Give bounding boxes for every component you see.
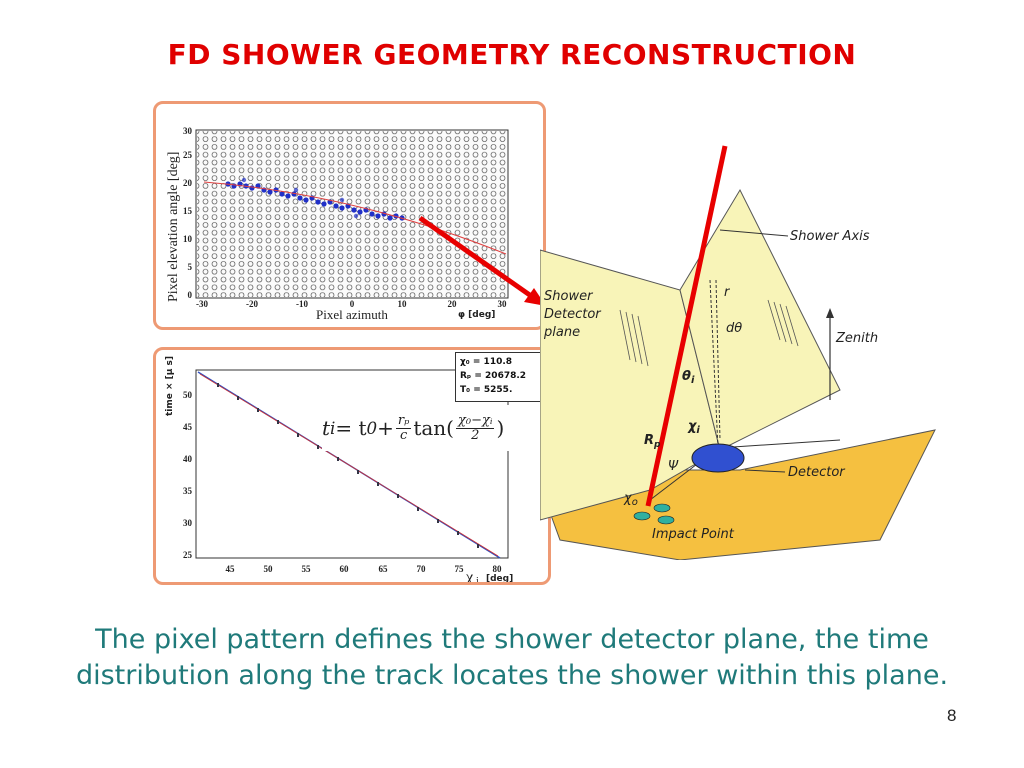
svg-text:-10: -10 xyxy=(296,299,308,309)
time-x-ticks: 45 50 55 60 65 70 75 80 xyxy=(226,564,503,574)
time-x-symbol: χ xyxy=(465,569,474,585)
fit-results-box: χ₀ = 110.8 Rₚ = 20678.2 T₀ = 5255. xyxy=(455,352,543,402)
svg-text:0: 0 xyxy=(188,290,193,300)
svg-text:50: 50 xyxy=(183,390,193,400)
svg-text:75: 75 xyxy=(455,564,465,574)
time-data-line xyxy=(199,373,499,557)
svg-text:45: 45 xyxy=(183,422,193,432)
fit-curve xyxy=(203,181,507,255)
geometry-diagram: Shower Axis Shower Detector plane Zenith… xyxy=(540,145,936,560)
label-sdp-3: plane xyxy=(543,325,580,340)
slide-caption: The pixel pattern defines the shower det… xyxy=(75,624,949,691)
fit-rp: Rₚ = 20678.2 xyxy=(460,371,527,381)
label-r-vector: r xyxy=(724,285,731,300)
svg-text:20: 20 xyxy=(183,178,193,188)
svg-text:80: 80 xyxy=(493,564,503,574)
svg-text:5: 5 xyxy=(188,262,193,272)
svg-text:60: 60 xyxy=(340,564,350,574)
svg-text:30: 30 xyxy=(183,126,193,136)
pixel-x-ticks: -30 -20 -10 0 10 20 30 xyxy=(196,299,507,309)
detector-dome xyxy=(691,443,745,473)
label-zenith: Zenith xyxy=(835,331,878,346)
label-rp: Rp xyxy=(644,433,661,450)
label-detector: Detector xyxy=(788,465,846,480)
label-dtheta: dθ xyxy=(726,321,742,336)
svg-text:50: 50 xyxy=(264,564,274,574)
pixel-plot-panel: -30 -20 -10 0 10 20 30 0 5 10 15 20 25 3… xyxy=(153,101,546,330)
pixel-x-label: Pixel azimuth xyxy=(316,307,388,322)
svg-text:25: 25 xyxy=(183,150,193,160)
svg-text:40: 40 xyxy=(183,454,193,464)
label-impact-point: Impact Point xyxy=(652,527,735,542)
label-theta: θi xyxy=(682,369,695,386)
svg-text:30: 30 xyxy=(498,299,508,309)
pixel-y-ticks: 0 5 10 15 20 25 30 xyxy=(183,126,193,300)
time-x-sub: i xyxy=(476,576,479,585)
svg-text:65: 65 xyxy=(379,564,389,574)
r-vector xyxy=(709,279,719,449)
label-shower-axis: Shower Axis xyxy=(790,229,870,244)
svg-text:10: 10 xyxy=(183,234,193,244)
impact-point-stations xyxy=(633,503,675,525)
pixel-y-label: Pixel elevation angle [deg] xyxy=(166,152,181,302)
label-chi0: χo xyxy=(623,491,638,508)
shower-axis-line xyxy=(645,145,728,507)
time-y-ticks: 25 30 35 40 45 50 xyxy=(183,390,193,560)
svg-text:-20: -20 xyxy=(246,299,258,309)
label-chi-i: χi xyxy=(687,419,700,436)
svg-text:45: 45 xyxy=(226,564,236,574)
svg-text:30: 30 xyxy=(183,518,193,528)
time-x-unit: [deg] xyxy=(486,574,513,584)
svg-text:55: 55 xyxy=(302,564,312,574)
label-sdp-2: Detector xyxy=(544,307,602,322)
svg-text:35: 35 xyxy=(183,486,193,496)
pixel-plot: -30 -20 -10 0 10 20 30 0 5 10 15 20 25 3… xyxy=(166,126,509,322)
slide-title: FD SHOWER GEOMETRY RECONSTRUCTION xyxy=(167,38,857,71)
svg-text:-30: -30 xyxy=(196,299,208,309)
label-sdp-1: Shower xyxy=(544,289,594,304)
fit-t0: T₀ = 5255. xyxy=(460,385,513,395)
time-data-points xyxy=(217,383,479,548)
label-psi: Ψ xyxy=(668,459,679,474)
sdp-right xyxy=(679,188,841,451)
sdp-arrow xyxy=(418,215,536,301)
svg-text:70: 70 xyxy=(417,564,427,574)
svg-text:10: 10 xyxy=(398,299,408,309)
svg-text:0: 0 xyxy=(350,299,355,309)
ground-line xyxy=(717,439,841,449)
fit-chi0: χ₀ = 110.8 xyxy=(460,357,513,367)
sdp-left xyxy=(540,249,721,521)
svg-text:25: 25 xyxy=(183,550,193,560)
plane-hatching xyxy=(619,299,799,367)
svg-text:15: 15 xyxy=(183,206,193,216)
time-y-label: time × [μ s] xyxy=(165,356,175,416)
svg-text:20: 20 xyxy=(448,299,458,309)
pixel-grid xyxy=(197,131,507,297)
page-number: 8 xyxy=(947,706,957,725)
pixel-x-unit: φ [deg] xyxy=(458,310,495,320)
